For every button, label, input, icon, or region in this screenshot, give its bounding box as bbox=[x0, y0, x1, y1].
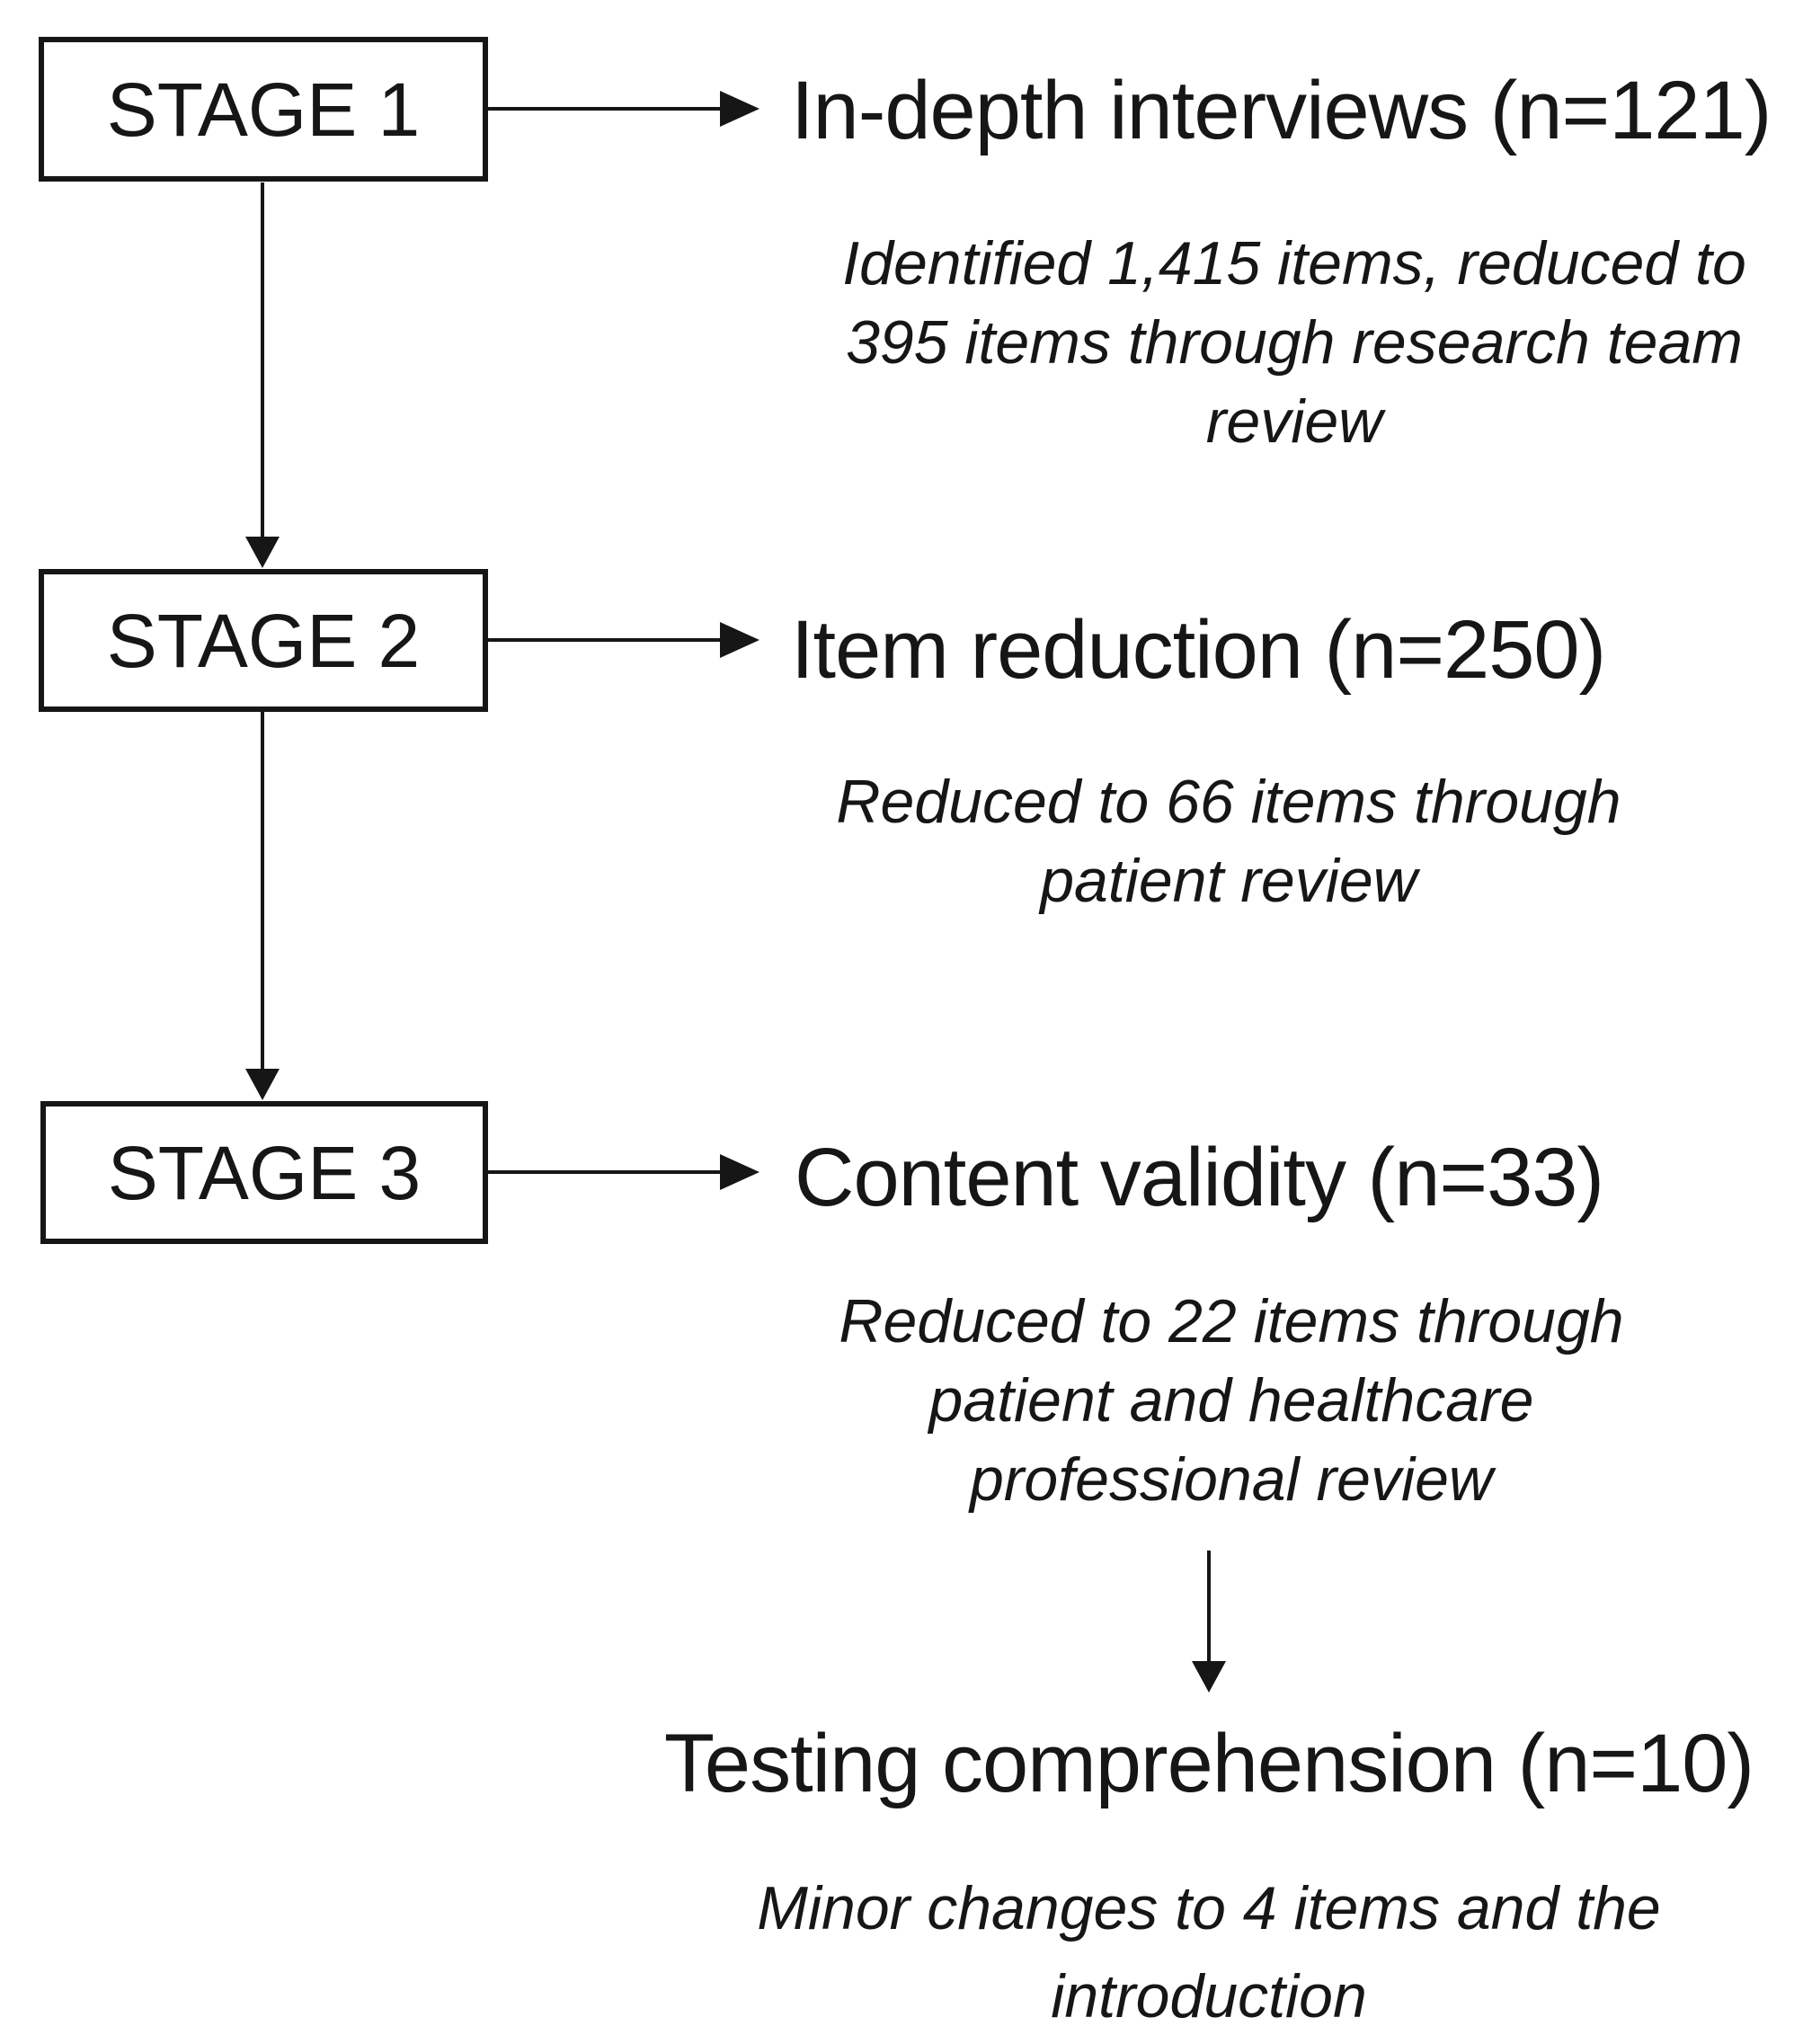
stage1-arrow-right-icon bbox=[720, 91, 759, 127]
stage1-right-connector-line bbox=[486, 107, 722, 111]
stage3-right-connector-line bbox=[488, 1170, 722, 1174]
stage3-note-line: professional review bbox=[969, 1445, 1494, 1514]
stage2-arrow-right-icon bbox=[720, 622, 759, 658]
stage1-note-line: review bbox=[1205, 387, 1383, 456]
stage1-arrow-down-icon bbox=[245, 537, 280, 568]
stage1-box: STAGE 1 bbox=[39, 37, 488, 182]
final-heading: Testing comprehension (n=10) bbox=[663, 1718, 1754, 1809]
stage2-right-connector-line bbox=[486, 638, 722, 642]
final-note: Minor changes to 4 items and the introdu… bbox=[706, 1864, 1712, 2040]
stage3-label: STAGE 3 bbox=[107, 1130, 422, 1215]
stage1-note: Identified 1,415 items, reduced to 395 i… bbox=[791, 224, 1798, 461]
stage1-down-connector-line bbox=[261, 182, 264, 539]
stage2-down-connector-line bbox=[261, 712, 264, 1070]
stage2-arrow-down-icon bbox=[245, 1069, 280, 1100]
stage3-note: Reduced to 22 items through patient and … bbox=[728, 1282, 1735, 1519]
stage2-note-line: Reduced to 66 items through bbox=[836, 768, 1621, 836]
stage1-heading: In-depth interviews (n=121) bbox=[791, 65, 1772, 156]
stage3-note-line: patient and healthcare bbox=[928, 1366, 1534, 1435]
stage2-label: STAGE 2 bbox=[106, 598, 421, 683]
final-arrow-down-icon bbox=[1192, 1661, 1226, 1693]
stage2-note-line: patient review bbox=[1040, 847, 1417, 915]
stage1-note-line: Identified 1,415 items, reduced to bbox=[842, 229, 1746, 298]
stage1-note-line: 395 items through research team bbox=[846, 308, 1743, 377]
stage2-heading: Item reduction (n=250) bbox=[791, 604, 1606, 696]
stage2-box: STAGE 2 bbox=[39, 569, 488, 712]
stage1-label: STAGE 1 bbox=[106, 67, 421, 152]
stage3-heading: Content validity (n=33) bbox=[795, 1132, 1604, 1223]
final-down-connector-line bbox=[1207, 1551, 1211, 1663]
stage2-note: Reduced to 66 items through patient revi… bbox=[725, 762, 1732, 920]
stage3-note-line: Reduced to 22 items through bbox=[839, 1287, 1624, 1355]
stage3-box: STAGE 3 bbox=[40, 1101, 488, 1244]
final-note-line: Minor changes to 4 items and the bbox=[757, 1874, 1661, 1942]
stage3-arrow-right-icon bbox=[720, 1154, 759, 1190]
final-note-line: introduction bbox=[1051, 1962, 1367, 2031]
